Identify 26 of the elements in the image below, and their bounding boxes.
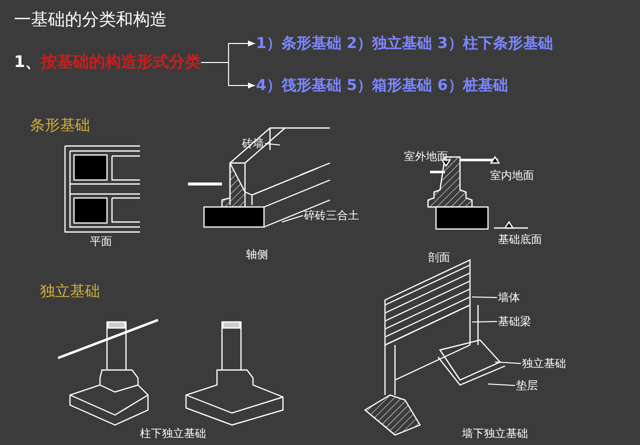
leader-line <box>472 321 498 322</box>
drawing-label: 室内地面 <box>490 168 534 183</box>
view-caption: 墙下独立基础 <box>462 426 528 441</box>
slide-title: 一基础的分类和构造 <box>14 9 167 31</box>
view-caption: 剖面 <box>428 250 450 265</box>
view-caption: 轴侧 <box>246 247 268 262</box>
arrow <box>200 62 256 88</box>
item-number: 1、 <box>14 52 42 71</box>
drawing-label: 碎砖三合土 <box>304 208 359 223</box>
leader-line <box>472 296 498 298</box>
leader-line <box>282 215 304 222</box>
leader-line <box>494 362 522 364</box>
drawing-label: 墙体 <box>498 290 520 305</box>
section-heading: 独立基础 <box>40 282 100 301</box>
category-heading: 按基础的构造形式分类 <box>41 52 202 71</box>
view-caption: 平面 <box>90 234 112 249</box>
leader-line <box>264 143 280 146</box>
category-list: 1）条形基础 2）独立基础 3）柱下条形基础 <box>256 34 553 53</box>
drawing-label: 基础梁 <box>498 314 531 329</box>
drawing-label: 基础底面 <box>498 232 542 247</box>
drawing-label: 垫层 <box>516 378 538 393</box>
category-list: 4）筏形基础 5）箱形基础 6）桩基础 <box>256 76 508 95</box>
view-caption: 柱下独立基础 <box>140 426 206 441</box>
section-heading: 条形基础 <box>30 116 90 135</box>
drawing-label: 独立基础 <box>522 356 566 371</box>
leader-line <box>488 384 516 386</box>
